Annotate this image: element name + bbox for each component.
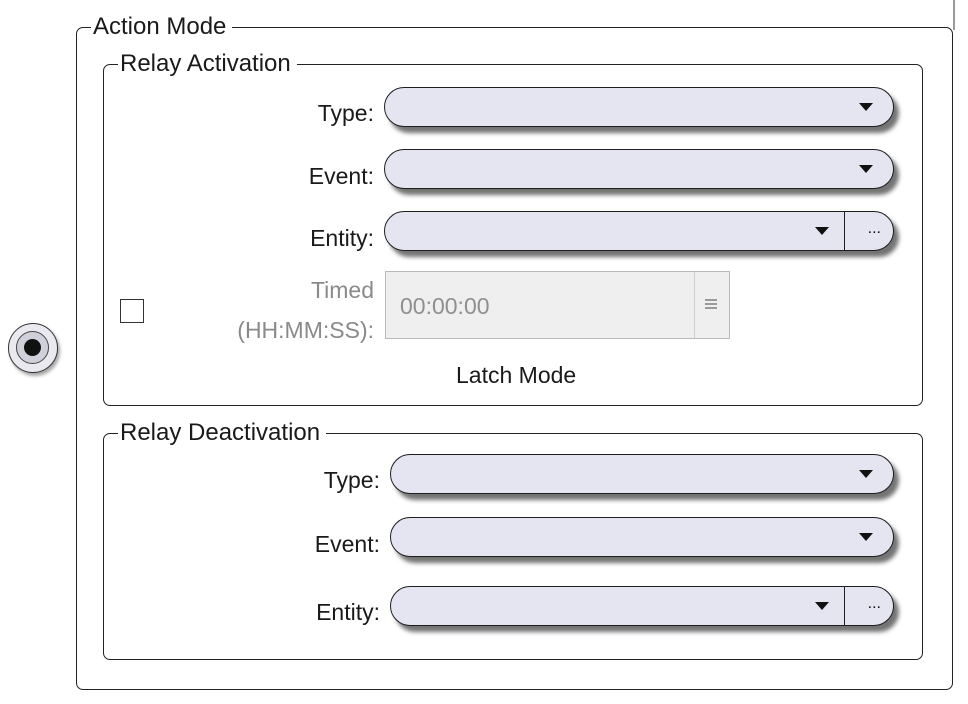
radio-ring — [16, 331, 49, 364]
chevron-down-icon — [859, 533, 873, 541]
deactivation-entity-label: Entity: — [316, 599, 380, 625]
action-mode-title: Action Mode — [91, 13, 233, 41]
window-edge — [953, 0, 955, 30]
activation-entity-label: Entity: — [310, 225, 374, 251]
combo-separator — [843, 587, 845, 625]
timed-label: Timed — [310, 277, 374, 303]
activation-event-combo[interactable] — [384, 149, 894, 189]
activation-event-label: Event: — [308, 163, 374, 189]
deactivation-type-combo[interactable] — [390, 454, 894, 494]
timed-duration-input[interactable]: 00:00:00 — [385, 271, 730, 339]
deactivation-entity-browse-button[interactable]: ... — [867, 595, 881, 612]
relay-activation-title: Relay Activation — [118, 50, 297, 78]
chevron-down-icon — [815, 227, 829, 235]
deactivation-entity-combo[interactable]: ... — [390, 586, 894, 626]
activation-entity-browse-button[interactable]: ... — [867, 220, 881, 237]
activation-type-label: Type: — [317, 100, 374, 126]
action-mode-group: Action Mode — [76, 13, 953, 690]
deactivation-event-label: Event: — [314, 531, 380, 557]
timed-spinner-button[interactable] — [694, 272, 729, 338]
combo-separator — [843, 212, 845, 250]
deactivation-type-label: Type: — [323, 467, 380, 493]
timed-checkbox[interactable] — [120, 299, 144, 323]
chevron-down-icon — [859, 165, 873, 173]
radio-dot — [24, 339, 41, 356]
timed-format-label: (HH:MM:SS): — [237, 317, 374, 343]
chevron-down-icon — [859, 103, 873, 111]
latch-mode-label: Latch Mode — [456, 362, 577, 388]
activation-entity-combo[interactable]: ... — [384, 211, 894, 251]
chevron-down-icon — [859, 470, 873, 478]
relay-activation-group: Relay Activation — [103, 50, 923, 406]
deactivation-event-combo[interactable] — [390, 517, 894, 557]
timed-duration-value: 00:00:00 — [400, 293, 490, 319]
relay-deactivation-title: Relay Deactivation — [118, 419, 327, 447]
grid-icon — [705, 299, 717, 309]
action-mode-radio[interactable] — [8, 323, 58, 373]
relay-deactivation-group: Relay Deactivation — [103, 419, 923, 660]
chevron-down-icon — [815, 602, 829, 610]
activation-type-combo[interactable] — [384, 87, 894, 127]
